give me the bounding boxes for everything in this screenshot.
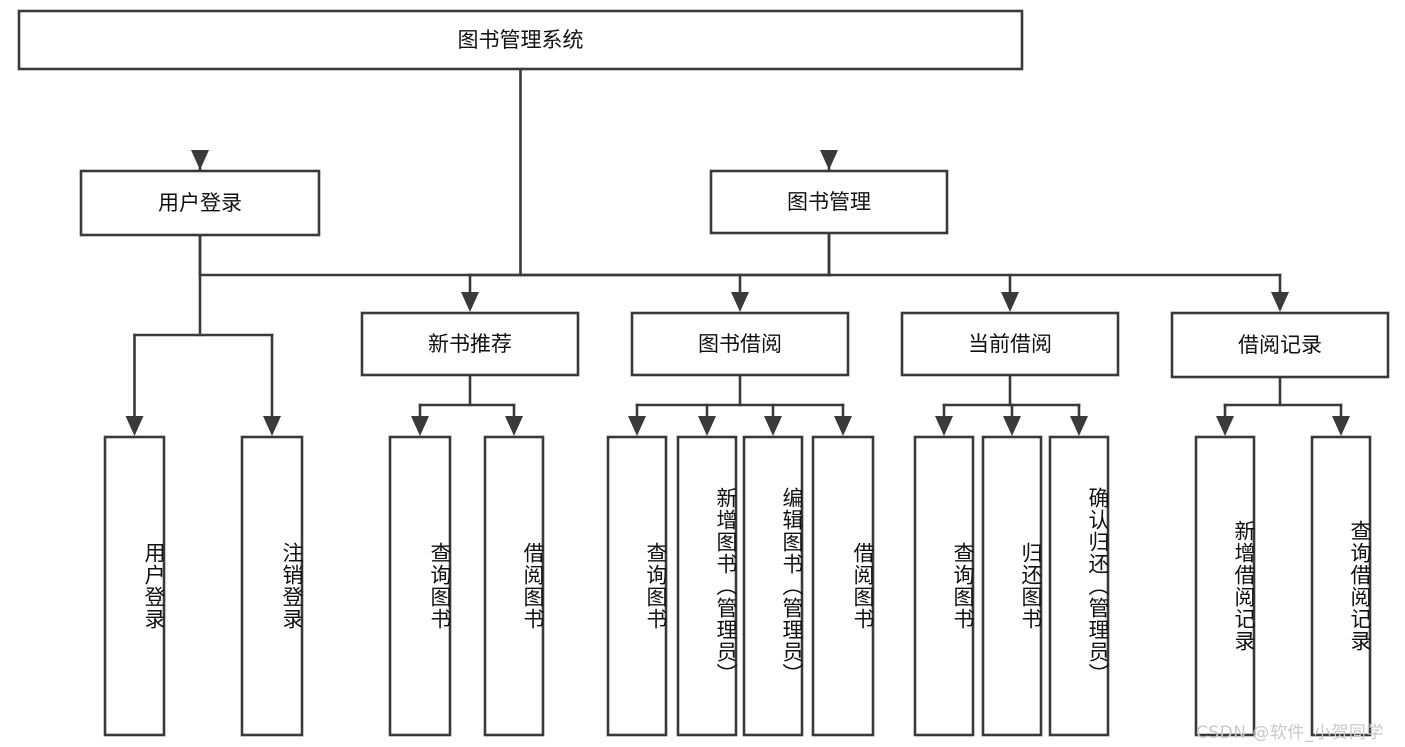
arrow-head-icon [1001, 292, 1019, 312]
arrow-head-icon [1070, 416, 1088, 436]
arrow-head-icon [764, 416, 782, 436]
node-box-new-book-recommend[interactable] [360, 311, 580, 377]
arrow-head-icon [461, 292, 479, 312]
arrow-head-icon [191, 150, 209, 170]
node-box-leaf-return-book[interactable] [981, 435, 1043, 737]
node-label-new-book-recommend: 新书推荐 [428, 332, 512, 356]
node-label-book-borrow: 图书借阅 [698, 332, 782, 356]
node-label-current-borrow: 当前借阅 [968, 332, 1052, 356]
node-box-layer [17, 9, 1390, 737]
arrow-head-icon [698, 416, 716, 436]
arrow-head-icon [1271, 292, 1289, 312]
node-label-root: 图书管理系统 [458, 28, 584, 52]
node-box-book-borrow[interactable] [630, 311, 850, 377]
arrow-head-icon [1003, 416, 1021, 436]
node-label-user-login: 用户登录 [158, 191, 242, 215]
node-box-leaf-confirm-return[interactable] [1048, 435, 1110, 737]
arrow-head-icon [1332, 416, 1350, 436]
node-box-leaf-edit-book[interactable] [742, 435, 804, 737]
arrow-head-icon [731, 292, 749, 312]
node-box-root[interactable] [17, 9, 1024, 71]
node-box-leaf-query-record[interactable] [1310, 435, 1372, 737]
node-box-borrow-record[interactable] [1170, 311, 1390, 379]
arrow-head-icon [263, 416, 281, 436]
arrow-head-icon [1216, 416, 1234, 436]
node-box-leaf-borrow-book-2[interactable] [811, 435, 875, 737]
connector-layer [125, 67, 1350, 436]
arrow-head-icon [820, 150, 838, 170]
watermark-credit: CSDN @软件_小贺同学 [1196, 723, 1384, 743]
arrow-head-icon [125, 416, 144, 436]
node-box-leaf-user-login[interactable] [103, 435, 166, 737]
node-box-leaf-add-record[interactable] [1194, 435, 1256, 737]
node-box-leaf-logout[interactable] [240, 435, 304, 737]
node-box-leaf-borrow-book-1[interactable] [483, 435, 545, 737]
arrow-head-icon [628, 416, 646, 436]
node-box-leaf-query-book-3[interactable] [913, 435, 975, 737]
node-box-current-borrow[interactable] [900, 311, 1120, 377]
node-box-leaf-query-book-1[interactable] [388, 435, 452, 737]
node-label-book-manage: 图书管理 [787, 190, 871, 214]
node-box-user-login[interactable] [79, 169, 321, 237]
arrow-head-icon [505, 416, 523, 436]
arrow-head-icon [411, 416, 429, 436]
arrow-head-icon [834, 416, 852, 436]
node-box-leaf-query-book-2[interactable] [606, 435, 668, 737]
node-box-book-manage[interactable] [709, 169, 949, 235]
node-label-borrow-record: 借阅记录 [1238, 333, 1322, 357]
arrow-head-icon [935, 416, 953, 436]
node-box-leaf-add-book[interactable] [676, 435, 738, 737]
